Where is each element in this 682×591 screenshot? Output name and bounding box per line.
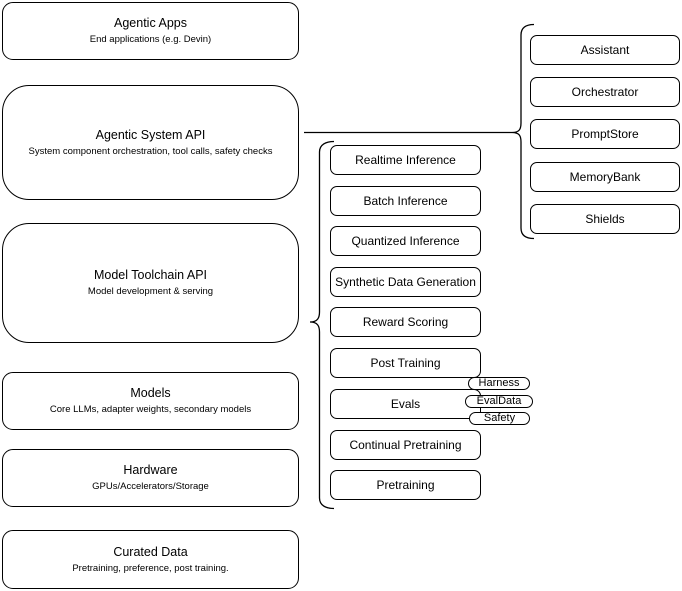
model-toolchain-api-title: Model Toolchain API bbox=[93, 268, 208, 282]
agentic-system-api-title: Agentic System API bbox=[95, 127, 206, 142]
curated-data-title: Curated Data bbox=[113, 544, 188, 559]
box-continual-pretraining: Continual Pretraining bbox=[330, 429, 481, 460]
box-assistant: Assistant bbox=[530, 35, 680, 65]
box-synthetic-data-generation: Synthetic Data Generation bbox=[330, 266, 481, 297]
agentic-system-api-subtitle: System component orchestration, tool cal… bbox=[28, 145, 273, 157]
box-shields: Shields bbox=[530, 204, 680, 234]
box-quantized-inference: Quantized Inference bbox=[330, 226, 481, 256]
agentic-apps-subtitle: End applications (e.g. Devin) bbox=[89, 34, 212, 45]
tag-evaldata: EvalData bbox=[465, 394, 533, 408]
box-agentic-system-api: Agentic System API System component orch… bbox=[2, 85, 299, 200]
box-reward-scoring: Reward Scoring bbox=[330, 307, 481, 337]
box-memorybank: MemoryBank bbox=[530, 162, 680, 192]
box-agentic-apps: Agentic Apps End applications (e.g. Devi… bbox=[2, 2, 299, 60]
box-curated-data: Curated Data Pretraining, preference, po… bbox=[2, 530, 299, 589]
models-subtitle: Core LLMs, adapter weights, secondary mo… bbox=[49, 404, 252, 415]
box-post-training: Post Training bbox=[330, 348, 481, 378]
box-orchestrator: Orchestrator bbox=[530, 77, 680, 107]
box-promptstore: PromptStore bbox=[530, 119, 680, 149]
hardware-subtitle: GPUs/Accelerators/Storage bbox=[92, 481, 209, 492]
tag-safety: Safety bbox=[469, 411, 530, 425]
box-realtime-inference: Realtime Inference bbox=[330, 145, 481, 175]
box-hardware: Hardware GPUs/Accelerators/Storage bbox=[2, 449, 299, 507]
toolchain-services-brace bbox=[309, 140, 335, 510]
box-pretraining: Pretraining bbox=[330, 470, 481, 500]
model-toolchain-api-subtitle: Model development & serving bbox=[87, 286, 214, 297]
hardware-title: Hardware bbox=[123, 463, 178, 477]
agentic-components-brace bbox=[511, 23, 535, 240]
curated-data-subtitle: Pretraining, preference, post training. bbox=[72, 562, 229, 574]
models-title: Models bbox=[130, 386, 171, 400]
box-models: Models Core LLMs, adapter weights, secon… bbox=[2, 372, 299, 430]
box-evals: Evals bbox=[330, 389, 481, 419]
box-batch-inference: Batch Inference bbox=[330, 185, 481, 216]
tag-harness: Harness bbox=[468, 377, 530, 390]
box-model-toolchain-api: Model Toolchain API Model development & … bbox=[2, 223, 299, 343]
agentic-apps-title: Agentic Apps bbox=[114, 16, 187, 30]
